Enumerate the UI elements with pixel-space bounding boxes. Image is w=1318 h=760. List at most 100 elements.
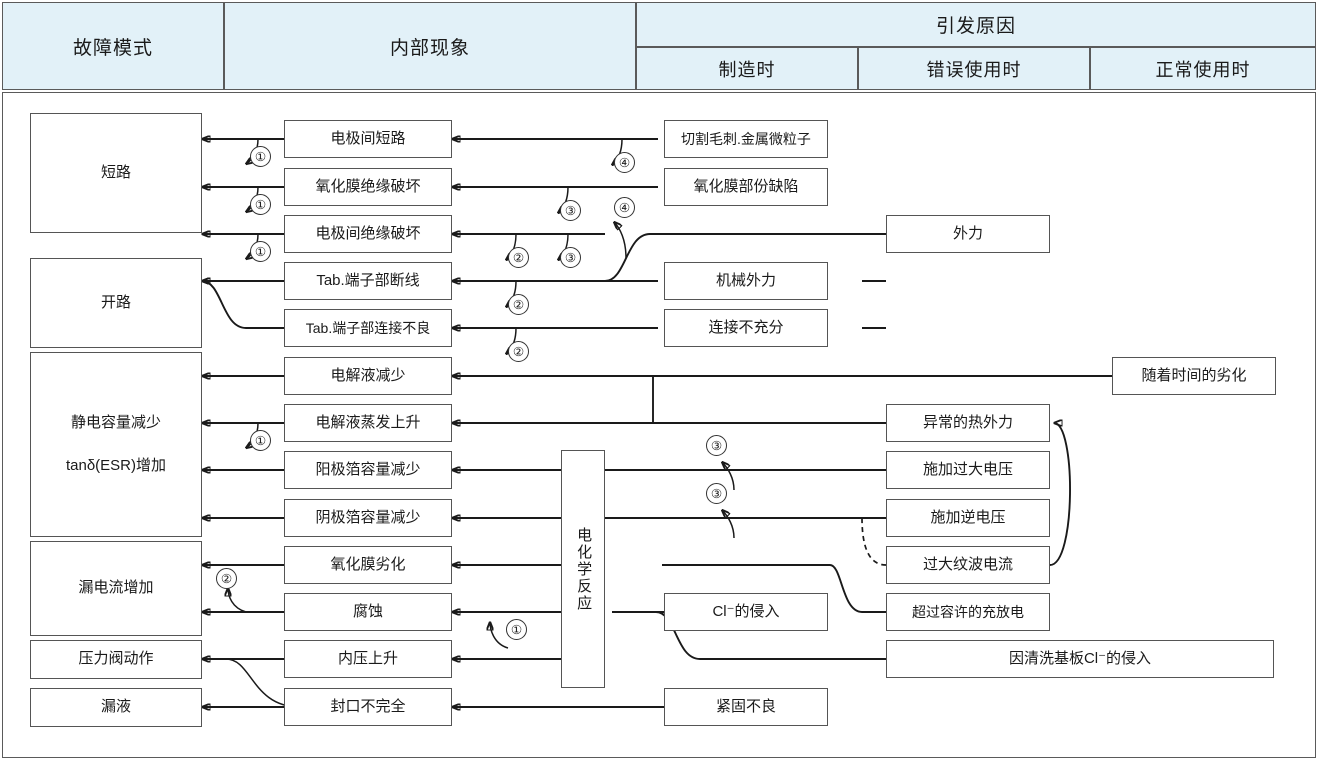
marker-label: ④	[618, 200, 631, 215]
cause-over-charge-discharge-label: 超过容许的充放电	[912, 603, 1024, 620]
marker-4-external-force: ④	[614, 197, 635, 218]
internal-electrolyte-evaporation[interactable]: 电解液蒸发上升	[284, 404, 452, 442]
electrochemical-reaction-node-label: 电化学反应	[575, 526, 593, 612]
marker-label: ④	[618, 155, 631, 170]
header-sub-normal: 正常使用时	[1090, 47, 1316, 90]
marker-2-tab-break: ②	[508, 294, 529, 315]
internal-tab-terminal-break[interactable]: Tab.端子部断线	[284, 262, 452, 300]
marker-2-tab-poor-connection: ②	[508, 341, 529, 362]
failure-mode-open-circuit[interactable]: 开路	[30, 258, 202, 348]
cause-mechanical-external-force-label: 机械外力	[715, 271, 776, 289]
internal-electrode-short[interactable]: 电极间短路	[284, 120, 452, 158]
cause-insufficient-connection[interactable]: 连接不充分	[664, 309, 828, 347]
header-cause-label: 引发原因	[935, 16, 1016, 37]
header-sub-manufacturing-label: 制造时	[718, 59, 776, 80]
marker-label: ②	[512, 344, 525, 359]
marker-label: ①	[254, 149, 267, 164]
marker-3-cathode-foil: ③	[706, 483, 727, 504]
cause-oxide-film-partial-defect-label: 氧化膜部份缺陷	[693, 177, 799, 195]
internal-anode-foil-capacitance-drop[interactable]: 阳极箔容量减少	[284, 451, 452, 489]
marker-label: ①	[510, 622, 523, 637]
failure-mode-pressure-valve[interactable]: 压力阀动作	[30, 640, 202, 679]
internal-tab-terminal-break-label: Tab.端子部断线	[316, 271, 420, 289]
failure-mode-open-circuit-label: 开路	[100, 293, 131, 311]
cause-over-charge-discharge[interactable]: 超过容许的充放电	[886, 593, 1050, 631]
cause-abnormal-thermal-force-label: 异常的热外力	[922, 413, 1013, 431]
cause-board-cleaning-chloride-intrusion-label: 因清洗基板Cl⁻的侵入	[1008, 649, 1152, 667]
header-sub-misuse: 错误使用时	[858, 47, 1090, 90]
cause-reverse-voltage[interactable]: 施加逆电压	[886, 499, 1050, 537]
marker-3-oxide-defect: ③	[560, 200, 581, 221]
cause-abnormal-thermal-force[interactable]: 异常的热外力	[886, 404, 1050, 442]
internal-electrolyte-evaporation-label: 电解液蒸发上升	[315, 413, 421, 431]
cause-external-force[interactable]: 外力	[886, 215, 1050, 253]
cause-excessive-ripple-current[interactable]: 过大纹波电流	[886, 546, 1050, 584]
failure-mode-short-circuit-label: 短路	[100, 163, 131, 181]
cause-poor-fastening-label: 紧固不良	[715, 697, 776, 715]
cause-reverse-voltage-label: 施加逆电压	[930, 508, 1006, 526]
header-failure-mode: 故障模式	[2, 2, 224, 90]
header-cause: 引发原因	[636, 2, 1316, 47]
marker-4-cutting-burr: ④	[614, 152, 635, 173]
marker-label: ①	[254, 433, 267, 448]
failure-mode-liquid-leak[interactable]: 漏液	[30, 688, 202, 727]
cause-excessive-voltage-label: 施加过大电压	[922, 460, 1013, 478]
internal-internal-pressure-rise[interactable]: 内压上升	[284, 640, 452, 678]
marker-label: ③	[564, 250, 577, 265]
header-failure-mode-label: 故障模式	[72, 37, 153, 59]
internal-cathode-foil-capacitance-drop[interactable]: 阴极箔容量减少	[284, 499, 452, 537]
cause-board-cleaning-chloride-intrusion[interactable]: 因清洗基板Cl⁻的侵入	[886, 640, 1274, 678]
cause-excessive-voltage[interactable]: 施加过大电压	[886, 451, 1050, 489]
cause-cutting-burr-metal-particles[interactable]: 切割毛刺.金属微粒子	[664, 120, 828, 158]
header-sub-manufacturing: 制造时	[636, 47, 858, 90]
internal-electrode-insulation-breakdown-label: 电极间绝缘破坏	[315, 224, 421, 242]
marker-label: ②	[512, 297, 525, 312]
marker-1-electrode-insulation: ①	[250, 241, 271, 262]
internal-oxide-film-degradation-label: 氧化膜劣化	[330, 555, 406, 573]
internal-incomplete-sealing[interactable]: 封口不完全	[284, 688, 452, 726]
internal-tab-terminal-poor-connection-label: Tab.端子部连接不良	[305, 319, 431, 336]
internal-incomplete-sealing-label: 封口不完全	[330, 697, 406, 715]
internal-corrosion[interactable]: 腐蚀	[284, 593, 452, 631]
cause-aging-over-time-label: 随着时间的劣化	[1141, 366, 1247, 384]
internal-electrode-insulation-breakdown[interactable]: 电极间绝缘破坏	[284, 215, 452, 253]
marker-label: ①	[254, 244, 267, 259]
cause-excessive-ripple-current-label: 过大纹波电流	[922, 555, 1013, 573]
cause-aging-over-time[interactable]: 随着时间的劣化	[1112, 357, 1276, 395]
cause-chloride-ion-intrusion[interactable]: Cl⁻的侵入	[664, 593, 828, 631]
header-internal-phenomenon: 内部现象	[224, 2, 636, 90]
marker-label: ③	[710, 438, 723, 453]
header-sub-misuse-label: 错误使用时	[926, 59, 1022, 80]
marker-2-corrosion-to-oxide: ②	[216, 568, 237, 589]
failure-mode-leakage-current[interactable]: 漏电流增加	[30, 541, 202, 636]
cause-mechanical-external-force[interactable]: 机械外力	[664, 262, 828, 300]
failure-mode-leakage-current-label: 漏电流增加	[78, 579, 154, 597]
internal-cathode-foil-capacitance-drop-label: 阴极箔容量减少	[315, 508, 421, 526]
cause-external-force-label: 外力	[952, 224, 983, 242]
cause-chloride-ion-intrusion-label: Cl⁻的侵入	[712, 602, 780, 620]
internal-electrolyte-decrease[interactable]: 电解液减少	[284, 357, 452, 395]
internal-oxide-insulation-breakdown[interactable]: 氧化膜绝缘破坏	[284, 168, 452, 206]
failure-mode-liquid-leak-label: 漏液	[100, 698, 131, 716]
failure-mode-capacitance-drop-label-1: 静电容量减少	[70, 414, 161, 432]
internal-internal-pressure-rise-label: 内压上升	[337, 649, 398, 667]
failure-mode-short-circuit[interactable]: 短路	[30, 113, 202, 233]
internal-oxide-insulation-breakdown-label: 氧化膜绝缘破坏	[315, 177, 421, 195]
internal-tab-terminal-poor-connection[interactable]: Tab.端子部连接不良	[284, 309, 452, 347]
electrochemical-reaction-node[interactable]: 电化学反应	[561, 450, 605, 688]
failure-mode-pressure-valve-label: 压力阀动作	[78, 650, 154, 668]
marker-label: ③	[564, 203, 577, 218]
failure-mode-capacitance-drop[interactable]: 静电容量减少 tanδ(ESR)增加	[30, 352, 202, 537]
internal-corrosion-label: 腐蚀	[352, 602, 383, 620]
cause-poor-fastening[interactable]: 紧固不良	[664, 688, 828, 726]
marker-3-electrode-insulation: ③	[560, 247, 581, 268]
cause-oxide-film-partial-defect[interactable]: 氧化膜部份缺陷	[664, 168, 828, 206]
marker-label: ②	[512, 250, 525, 265]
marker-label: ①	[254, 197, 267, 212]
marker-label: ②	[220, 571, 233, 586]
marker-2-electrode-insulation: ②	[508, 247, 529, 268]
cause-cutting-burr-metal-particles-label: 切割毛刺.金属微粒子	[681, 130, 811, 147]
internal-oxide-film-degradation[interactable]: 氧化膜劣化	[284, 546, 452, 584]
marker-1-oxide-breakdown: ①	[250, 194, 271, 215]
